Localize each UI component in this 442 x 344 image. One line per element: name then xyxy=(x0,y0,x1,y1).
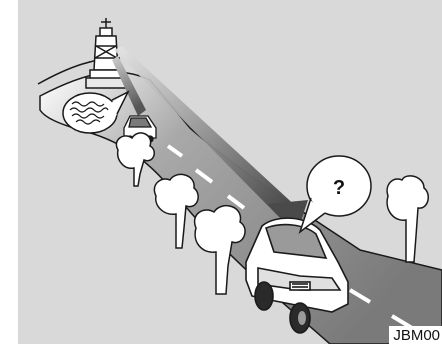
figure-code-label: JBM00 xyxy=(389,326,442,344)
question-mark: ? xyxy=(333,177,345,199)
